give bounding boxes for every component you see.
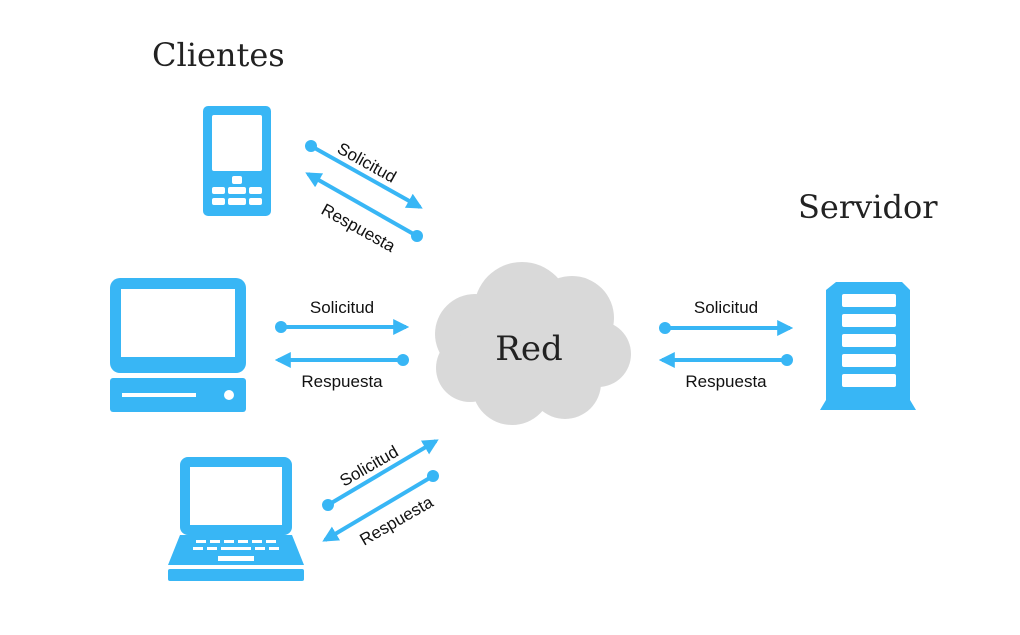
laptop-response-arrow bbox=[322, 470, 439, 542]
cloud-icon bbox=[435, 262, 631, 425]
desktop-request-arrow bbox=[275, 319, 410, 335]
mobile-phone-icon bbox=[203, 106, 271, 216]
desktop-response-label: Respuesta bbox=[301, 372, 383, 391]
phone-response-arrow bbox=[305, 172, 423, 242]
desktop-computer-icon bbox=[110, 278, 246, 412]
phone-response-label: Respuesta bbox=[318, 200, 399, 256]
server-title: Servidor bbox=[798, 188, 938, 226]
server-response-label: Respuesta bbox=[685, 372, 767, 391]
desktop-request-label: Solicitud bbox=[310, 298, 374, 317]
phone-request-arrow bbox=[305, 140, 423, 209]
clients-title: Clientes bbox=[152, 36, 285, 74]
network-label: Red bbox=[495, 329, 563, 369]
desktop-response-arrow bbox=[274, 352, 409, 368]
server-icon bbox=[820, 282, 916, 410]
server-request-label: Solicitud bbox=[694, 298, 758, 317]
laptop-request-arrow bbox=[322, 439, 439, 511]
laptop-icon bbox=[168, 457, 304, 581]
server-response-arrow bbox=[658, 352, 793, 368]
server-request-arrow bbox=[659, 320, 794, 336]
laptop-response-label: Respuesta bbox=[357, 492, 437, 549]
